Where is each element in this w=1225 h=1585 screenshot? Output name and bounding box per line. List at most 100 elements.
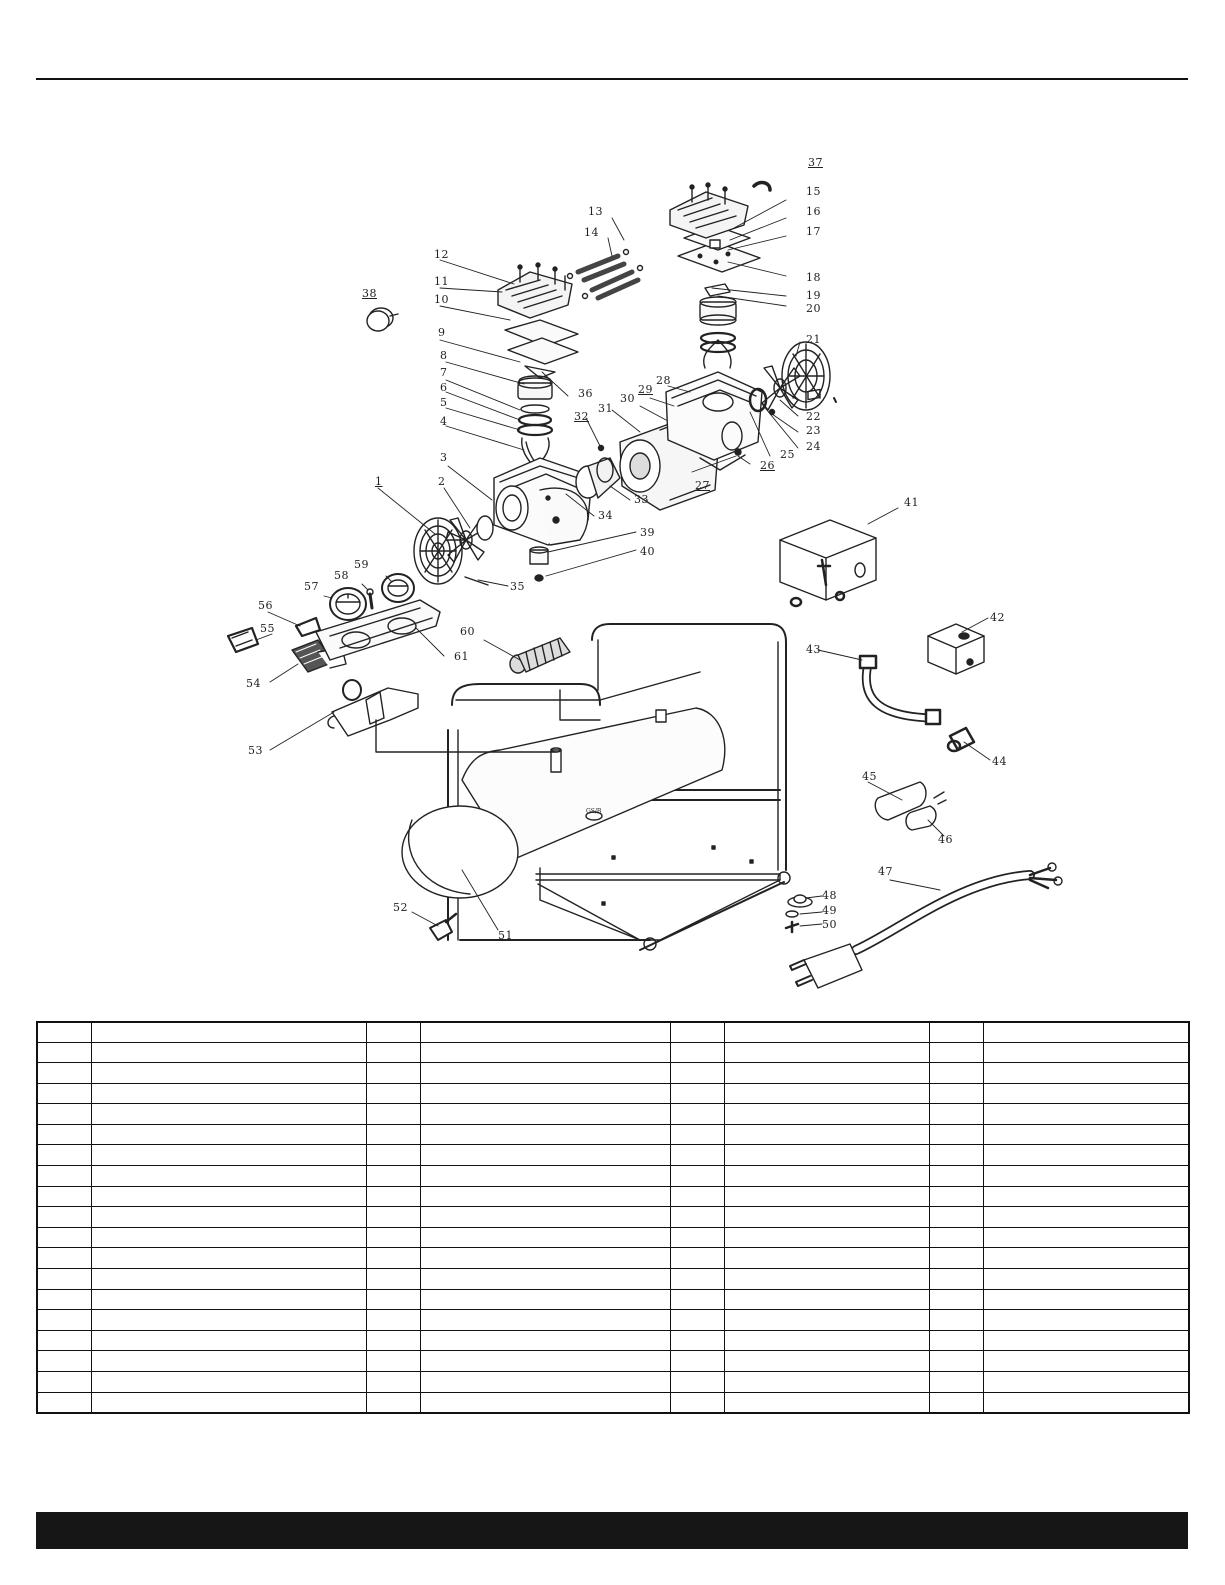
callout-1: 1 [375,475,383,488]
callout-49: 49 [822,904,837,917]
part-number-cell [365,1206,421,1228]
part-number-cell [365,1144,421,1167]
part-number-cell [669,1329,725,1352]
callout-2: 2 [438,475,446,488]
part-description-cell [419,1391,671,1414]
right-fan [761,365,801,411]
part-number-cell [928,1082,984,1105]
part-number-cell [365,1329,421,1352]
part-description-cell [419,1062,671,1084]
part-number-cell [365,1062,421,1084]
callout-55: 55 [260,622,275,635]
part-number-cell [36,1371,92,1393]
part-number-cell [36,1206,92,1228]
part-description-cell [90,1329,367,1352]
part-number-cell [36,1309,92,1331]
callout-28: 28 [656,374,671,387]
part-number-cell [928,1288,984,1311]
table-row [36,1268,1190,1290]
part-description-cell [982,1144,1190,1167]
callout-16: 16 [806,205,821,218]
callout-61: 61 [454,650,469,663]
part-number-cell [36,1103,92,1125]
table-row [36,1041,1190,1064]
part-description-cell [982,1226,1190,1249]
part-description-cell [419,1371,671,1393]
callout-48: 48 [822,889,837,902]
part-description-cell [982,1185,1190,1208]
pressure-switch [779,388,877,608]
callout-51: 51 [498,929,513,942]
callout-7: 7 [440,366,448,379]
callout-30: 30 [620,392,635,405]
part-description-cell [723,1309,930,1331]
part-number-cell [365,1165,421,1187]
part-number-cell [36,1350,92,1372]
part-description-cell [982,1350,1190,1372]
part-number-cell [669,1185,725,1208]
part-number-cell [36,1247,92,1270]
part-number-cell [365,1226,421,1249]
part-number-cell [365,1082,421,1105]
part-number-cell [36,1144,92,1167]
part-description-cell [723,1144,930,1167]
part-description-cell [723,1103,930,1125]
part-description-cell [723,1226,930,1249]
part-description-cell [723,1247,930,1270]
part-number-cell [928,1268,984,1290]
part-number-cell [36,1082,92,1105]
right-crankcase [665,371,763,461]
callout-12: 12 [434,248,449,261]
part-number-cell [669,1062,725,1084]
callout-22: 22 [806,410,821,423]
table-row [36,1021,1190,1043]
table-row [36,1206,1190,1228]
part-number-cell [365,1288,421,1311]
part-description-cell [419,1309,671,1331]
part-number-cell [365,1021,421,1043]
part-description-cell [419,1268,671,1290]
callout-23: 23 [806,424,821,437]
part-number-cell [669,1309,725,1331]
callout-27: 27 [695,479,710,492]
table-row [36,1309,1190,1331]
callout-43: 43 [806,643,821,656]
part-number-cell [928,1226,984,1249]
part-number-cell [669,1206,725,1228]
part-description-cell [419,1329,671,1352]
part-number-cell [928,1103,984,1125]
part-description-cell [723,1185,930,1208]
callout-19: 19 [806,289,821,302]
part-description-cell [90,1103,367,1125]
header-rule [36,78,1188,80]
callout-6: 6 [440,381,448,394]
part-description-cell [419,1185,671,1208]
gauge-right [381,573,415,603]
part-description-cell [90,1206,367,1228]
part-number-cell [365,1309,421,1331]
part-description-cell [982,1041,1190,1064]
callout-24: 24 [806,440,821,453]
table-row [36,1350,1190,1372]
part-number-cell [928,1185,984,1208]
part-description-cell [419,1123,671,1146]
callout-38: 38 [362,287,377,300]
table-row [36,1165,1190,1187]
table-row [36,1226,1190,1249]
table-row [36,1371,1190,1393]
callout-40: 40 [640,545,655,558]
part-description-cell [982,1371,1190,1393]
part-description-cell [419,1350,671,1372]
part-description-cell [90,1268,367,1290]
callout-17: 17 [806,225,821,238]
part-number-cell [928,1391,984,1414]
part-description-cell [419,1165,671,1187]
part-number-cell [365,1041,421,1064]
part-number-cell [36,1226,92,1249]
part-number-cell [928,1165,984,1187]
part-number-cell [36,1062,92,1084]
callout-29: 29 [638,383,653,396]
part-description-cell [982,1268,1190,1290]
callout-53: 53 [248,744,263,757]
part-description-cell [419,1021,671,1043]
